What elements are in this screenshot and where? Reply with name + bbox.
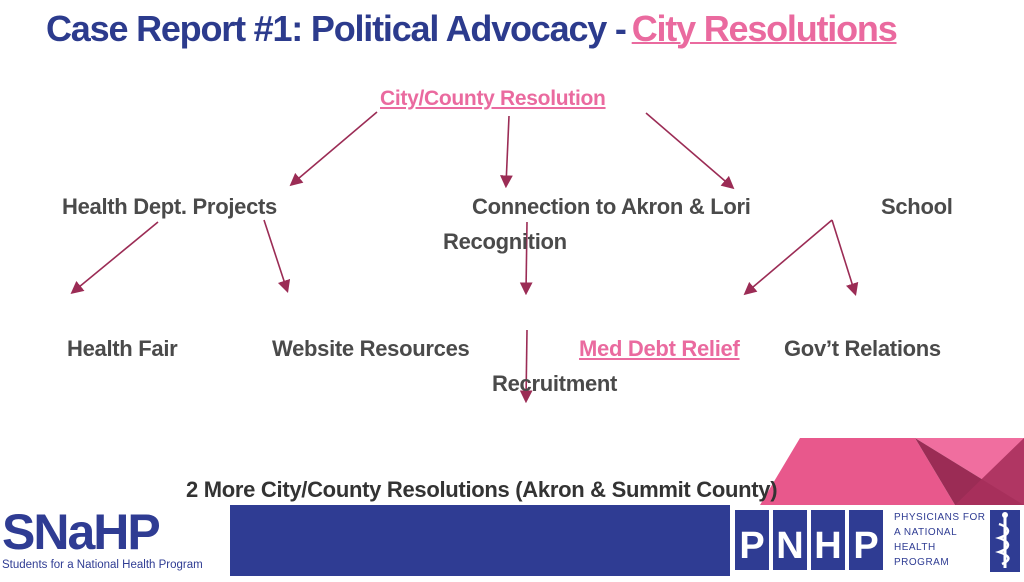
node-govt-relations: Gov’t Relations: [784, 336, 941, 361]
node-website-resources: Website Resources: [272, 336, 470, 361]
pnhp-letter-p1: P: [735, 510, 769, 570]
node-health-dept-projects: Health Dept. Projects: [62, 194, 277, 219]
pnhp-subtitle-line-4: PROGRAM: [894, 557, 950, 568]
pnhp-letter-n: N: [773, 510, 807, 570]
outcome-text: 2 More City/County Resolutions (Akron & …: [186, 477, 778, 502]
arrow-school-to-med-debt: [743, 219, 833, 296]
snahp-logo-subtitle: Students for a National Health Program: [2, 559, 203, 571]
node-connection-akron-lori: Connection to Akron & Lori: [472, 194, 751, 219]
arrow-root-to-connection-right: [645, 112, 735, 190]
pnhp-subtitle-line-1: PHYSICIANS FOR: [894, 512, 986, 523]
arrow-recruitment-down: [519, 329, 533, 404]
title-link-city-resolutions[interactable]: City Resolutions: [631, 8, 898, 49]
pnhp-subtitle-line-2: A NATIONAL: [894, 527, 958, 538]
arrow-root-to-connection: [500, 115, 513, 189]
pnhp-subtitle-line-3: HEALTH: [894, 542, 936, 553]
pnhp-letter-p2: P: [849, 510, 883, 570]
snahp-logo: [0, 505, 230, 576]
arrow-school-to-govt: [831, 219, 859, 297]
snahp-logo-letters: SNaHP: [2, 504, 161, 560]
arrow-recognition-down: [519, 221, 533, 296]
arrow-health-dept-to-fair: [70, 221, 159, 295]
node-recognition: Recognition: [443, 229, 567, 254]
arrow-root-to-health-dept: [289, 111, 378, 187]
root-node-city-county-resolution[interactable]: City/County Resolution: [380, 87, 606, 110]
pnhp-letter-h: H: [811, 510, 845, 570]
node-health-fair: Health Fair: [67, 336, 178, 361]
node-recruitment: Recruitment: [492, 371, 618, 396]
node-school: School: [881, 194, 953, 219]
node-med-debt-relief[interactable]: Med Debt Relief: [579, 336, 740, 361]
caduceus-icon: [990, 510, 1020, 572]
arrow-health-dept-to-website: [263, 219, 291, 294]
slide-title: Case Report #1: Political Advocacy -City…: [46, 8, 898, 50]
title-main: Case Report #1: Political Advocacy -: [46, 8, 627, 49]
